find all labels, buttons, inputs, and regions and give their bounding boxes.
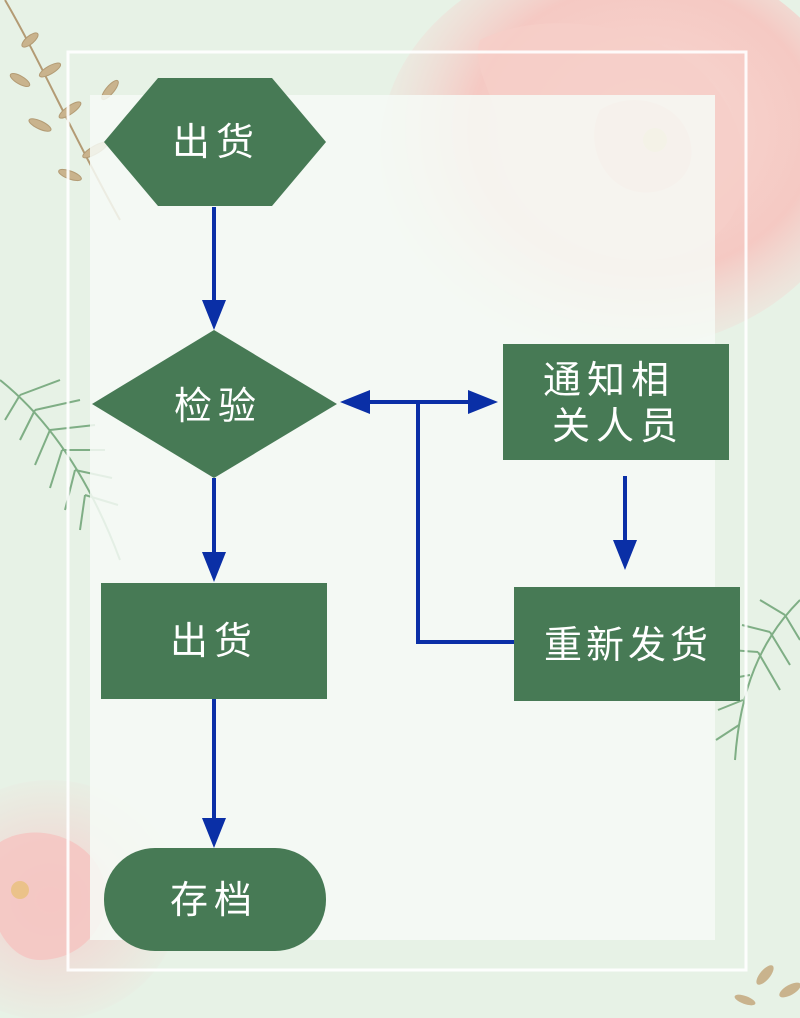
fern-right-icon bbox=[715, 599, 800, 761]
node-ship: 出货 bbox=[101, 583, 327, 699]
rectangle-shape bbox=[503, 344, 729, 460]
hexagon-shape bbox=[104, 78, 326, 206]
arrowhead-inspect-right bbox=[340, 390, 370, 414]
node-notify-label: 通知相 关人员 bbox=[543, 358, 693, 448]
node-reship: 重新发货 bbox=[514, 587, 740, 701]
node-inspect-label: 检验 bbox=[174, 384, 262, 428]
node-notify-line-1: 通知相 bbox=[543, 358, 675, 402]
arrowhead-archive-top bbox=[202, 818, 226, 848]
twig-bottom-right-icon bbox=[734, 965, 800, 1006]
node-ship-label: 出货 bbox=[170, 619, 258, 663]
edge-reship-to-inspect bbox=[416, 402, 514, 644]
terminal-shape bbox=[104, 848, 326, 951]
node-reship-label: 重新发货 bbox=[544, 623, 712, 667]
arrowhead-ship-top bbox=[202, 552, 226, 582]
edges bbox=[202, 207, 637, 848]
arrowhead-notify-left bbox=[468, 390, 498, 414]
node-start: 出货 bbox=[104, 78, 326, 206]
content-panel bbox=[90, 95, 715, 940]
panel-frame bbox=[66, 50, 748, 972]
rectangle-shape bbox=[101, 583, 327, 699]
node-archive: 存档 bbox=[104, 848, 326, 951]
node-notify-line-2: 关人员 bbox=[552, 404, 684, 448]
node-archive-label: 存档 bbox=[170, 878, 258, 922]
node-notify: 通知相 关人员 bbox=[503, 344, 729, 460]
arrowhead-inspect-top bbox=[202, 300, 226, 330]
node-start-label: 出货 bbox=[172, 120, 260, 164]
arrowhead-reship-top bbox=[613, 540, 637, 570]
node-inspect: 检验 bbox=[92, 330, 337, 478]
diamond-shape bbox=[92, 330, 337, 478]
rectangle-shape bbox=[514, 587, 740, 701]
